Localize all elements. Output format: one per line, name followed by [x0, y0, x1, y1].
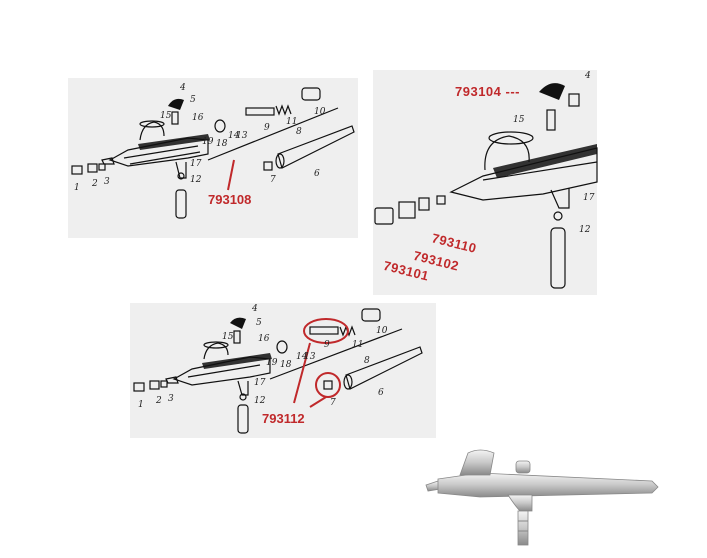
part-number-label: 16 [192, 113, 204, 123]
part-number-label: 15 [222, 332, 234, 342]
part-number-label: 18 [216, 139, 228, 149]
part-number-label: 17 [254, 378, 266, 388]
part-number-label: 13 [236, 131, 248, 141]
part-number-label: 17 [190, 159, 202, 169]
part-number-label: 14 [228, 131, 240, 141]
part-number-label: 16 [258, 334, 270, 344]
part-number-label: 19 [202, 137, 214, 147]
part-number-label: 8 [296, 127, 302, 137]
part-number-label: 3 [104, 177, 110, 187]
airbrush-illustration [425, 449, 659, 546]
part-number-label: 2 [155, 396, 162, 406]
part-number-label: 2 [91, 179, 98, 189]
reference-number-793110: 793110 [430, 230, 478, 256]
part-number-label: 5 [256, 318, 262, 328]
part-number-label: 13 [304, 352, 316, 362]
part-number-label: 12 [579, 225, 591, 235]
part-number-label: 12 [254, 396, 266, 406]
part-number-label: 7 [270, 175, 276, 185]
part-number-label: 14 [296, 352, 308, 362]
part-number-label: 9 [264, 123, 270, 133]
part-number-label: 6 [314, 169, 320, 179]
part-number-label: 18 [280, 360, 292, 370]
exploded-diagram-top-right: 793104 --- 4 15 17 12 793110 793102 7931… [373, 70, 598, 295]
part-number-label: 11 [286, 117, 297, 127]
part-number-label: 5 [190, 95, 196, 105]
part-number-label: 4 [251, 304, 258, 314]
part-number-label: 4 [584, 71, 591, 81]
airbrush-product-image [420, 445, 665, 550]
reference-number-793112: 793112 [262, 411, 305, 426]
zoomed-drawing: 793104 --- 4 15 17 12 793110 793102 7931… [374, 71, 598, 289]
part-number-label: 6 [378, 388, 384, 398]
part-number-label: 19 [266, 358, 278, 368]
exploded-drawing: 4 5 16 15 14 13 9 11 10 19 18 8 17 1 2 3… [71, 83, 355, 219]
part-number-label: 8 [364, 356, 370, 366]
reference-number-793108: 793108 [208, 192, 251, 207]
reference-number-793104: 793104 --- [455, 84, 520, 99]
part-number-label: 4 [179, 83, 186, 93]
part-number-label: 10 [376, 326, 388, 336]
part-number-label: 3 [168, 394, 174, 404]
part-number-label: 1 [74, 183, 80, 193]
part-number-label: 7 [330, 398, 336, 408]
part-number-label: 15 [513, 115, 525, 125]
part-number-label: 17 [583, 193, 595, 203]
part-number-label: 12 [190, 175, 202, 185]
part-number-label: 10 [314, 107, 326, 117]
part-number-label: 15 [160, 111, 172, 121]
part-number-label: 11 [352, 340, 363, 350]
part-number-label: 1 [138, 400, 144, 410]
exploded-drawing: 4 5 16 15 14 13 9 11 10 19 18 8 17 1 2 3… [133, 304, 423, 434]
exploded-diagram-top-left: 4 5 16 15 14 13 9 11 10 19 18 8 17 1 2 3… [68, 78, 358, 238]
part-number-label: 9 [324, 340, 330, 350]
exploded-diagram-bottom: 4 5 16 15 14 13 9 11 10 19 18 8 17 1 2 3… [130, 303, 436, 438]
